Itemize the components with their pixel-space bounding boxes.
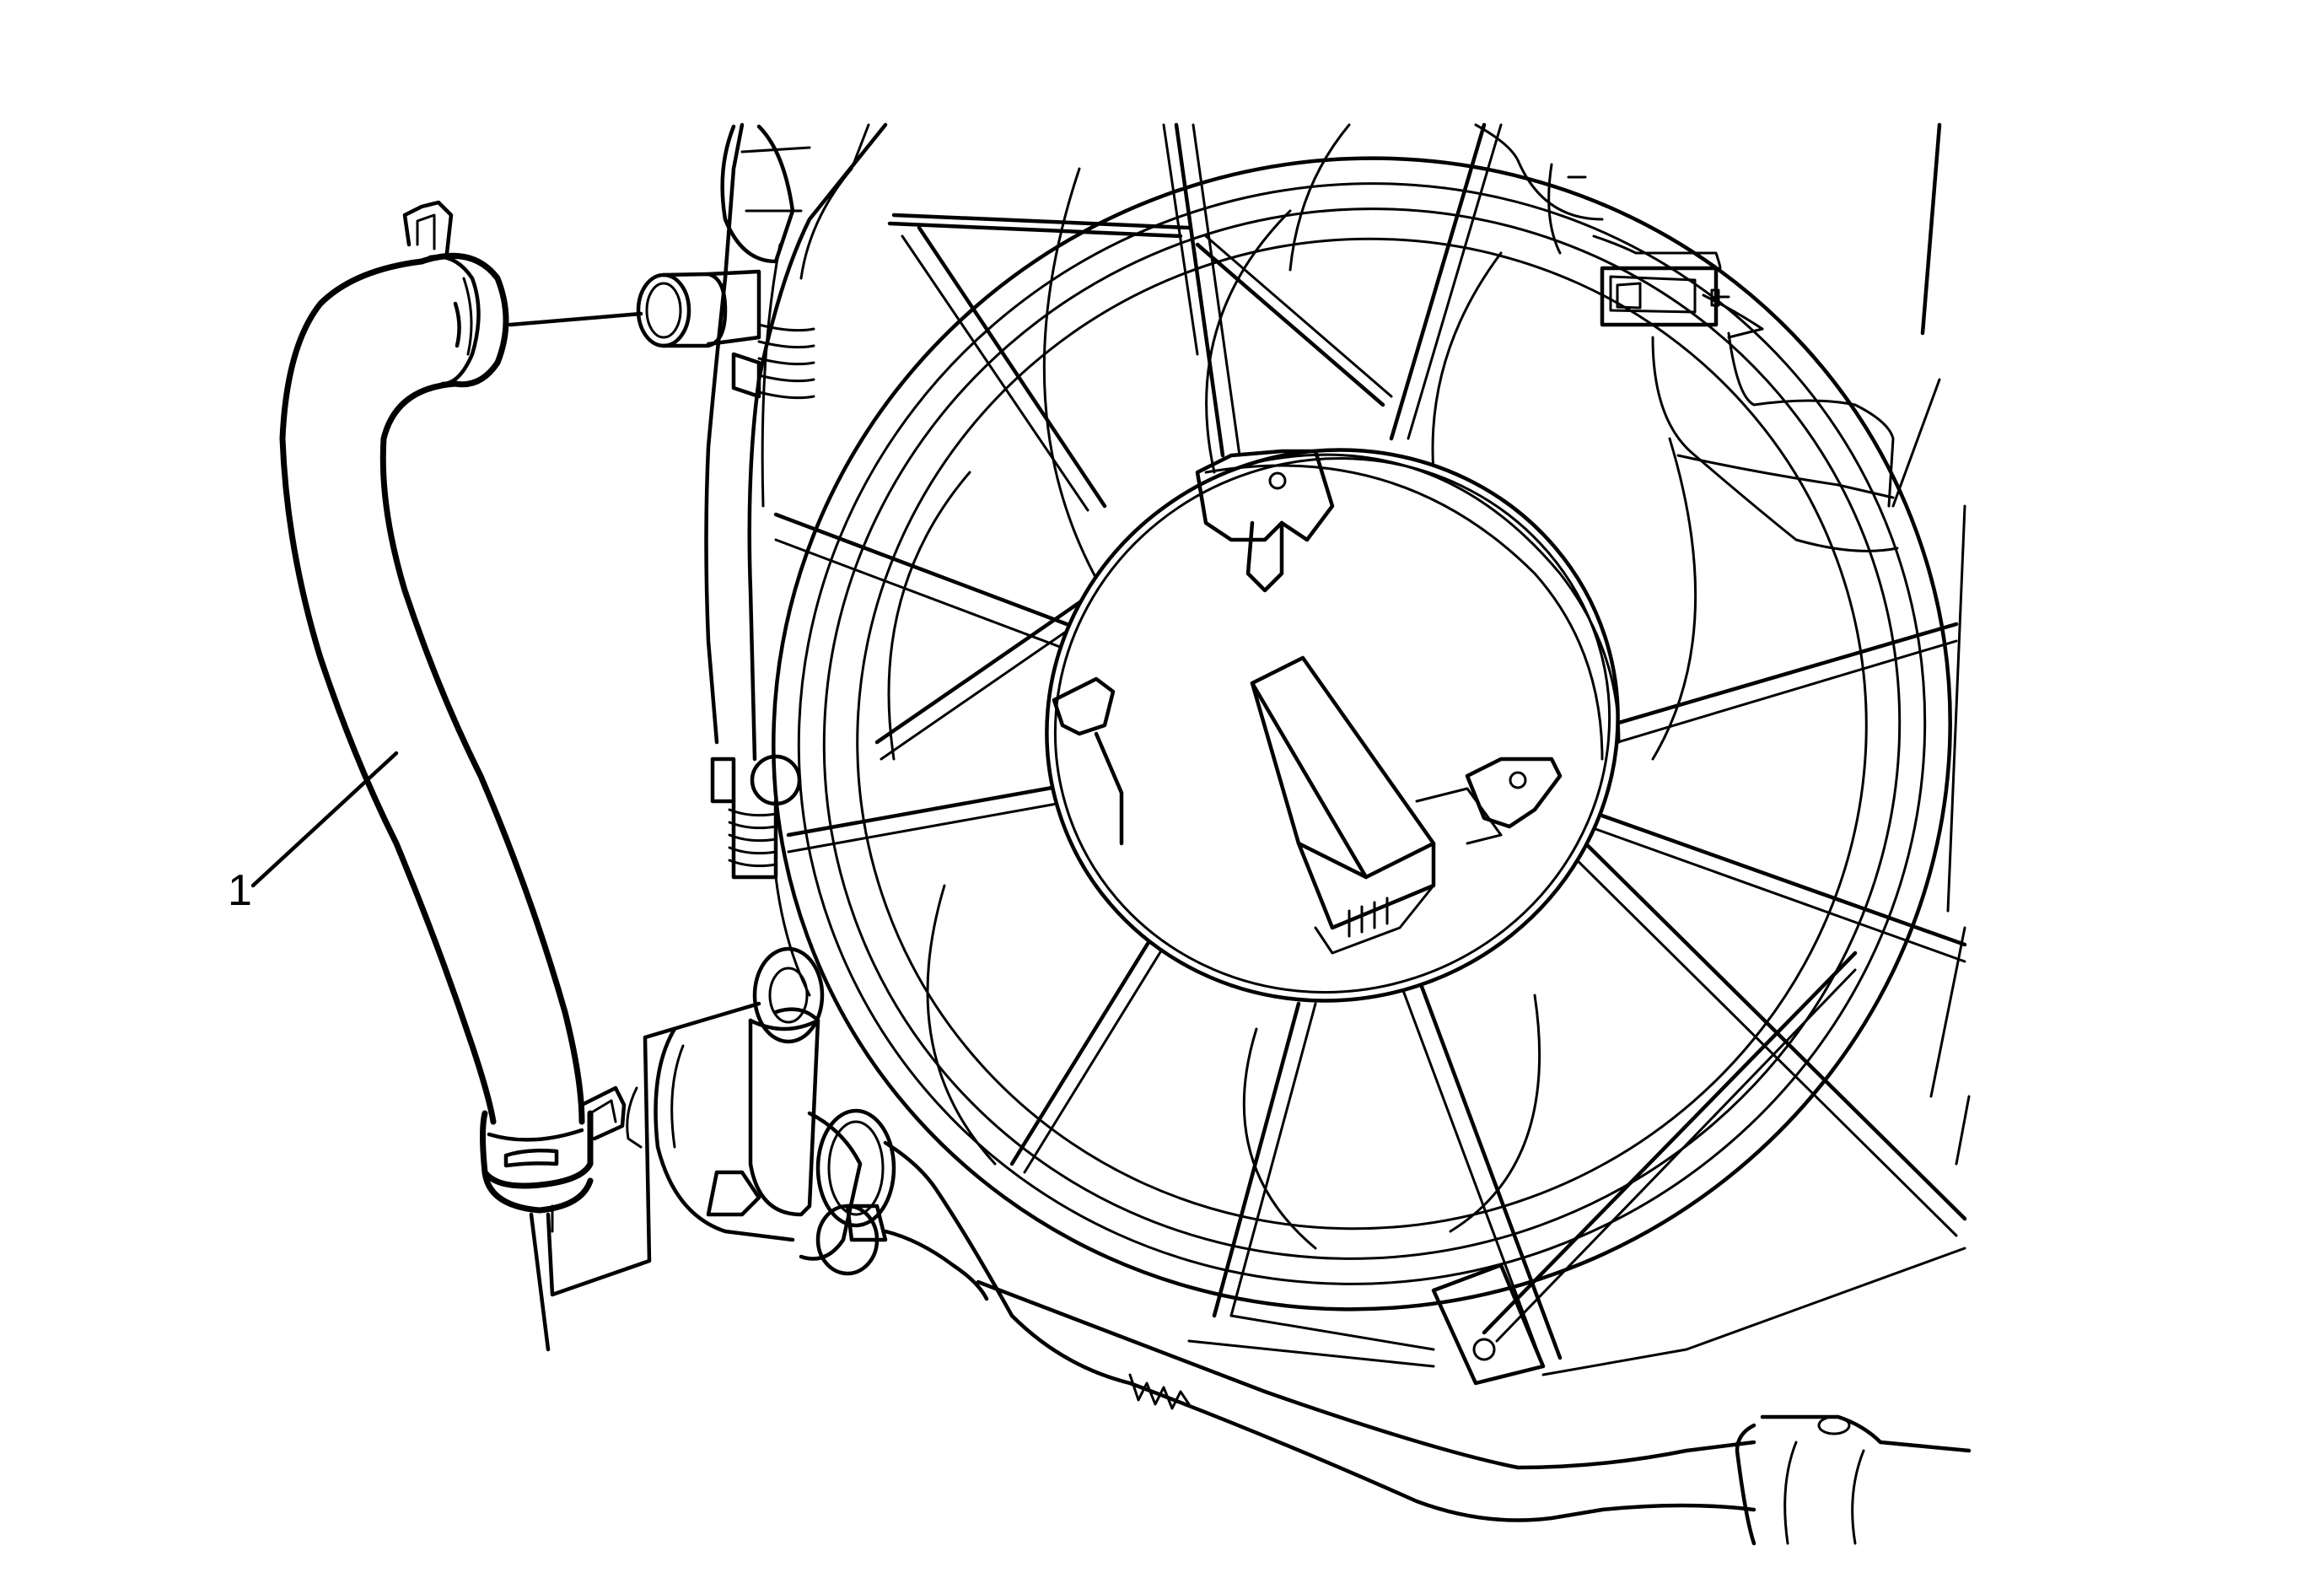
callout-label-1: 1 — [228, 866, 252, 915]
fan-motor-hub — [1045, 448, 1621, 1003]
fan-shroud-ring — [772, 156, 1952, 1311]
radiator-inlet-pipe — [636, 269, 761, 348]
lower-outlet-housing — [654, 946, 896, 1276]
lower-radiator-hose — [883, 1140, 1972, 1546]
callout-1-leader — [250, 751, 399, 888]
radiator-hose — [279, 200, 643, 1352]
fan-guard-struts — [773, 122, 1967, 1368]
alignment-guide — [546, 1001, 761, 1297]
fan-blades — [887, 167, 1697, 1250]
